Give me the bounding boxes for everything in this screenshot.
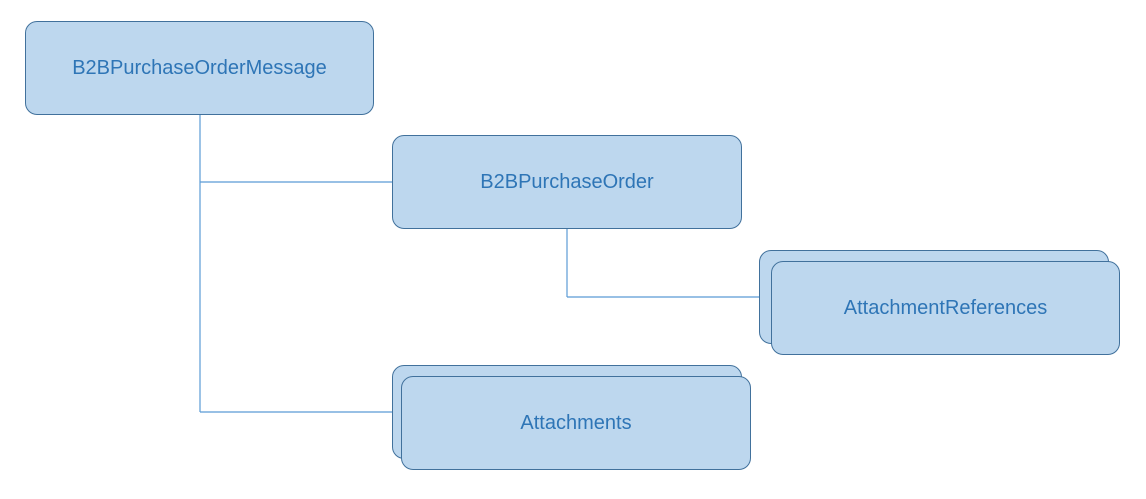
node-b2b-purchase-order-message: B2BPurchaseOrderMessage — [25, 21, 374, 115]
node-attachments: Attachments — [401, 376, 751, 470]
node-attachment-references: AttachmentReferences — [771, 261, 1120, 355]
node-b2b-purchase-order: B2BPurchaseOrder — [392, 135, 742, 229]
